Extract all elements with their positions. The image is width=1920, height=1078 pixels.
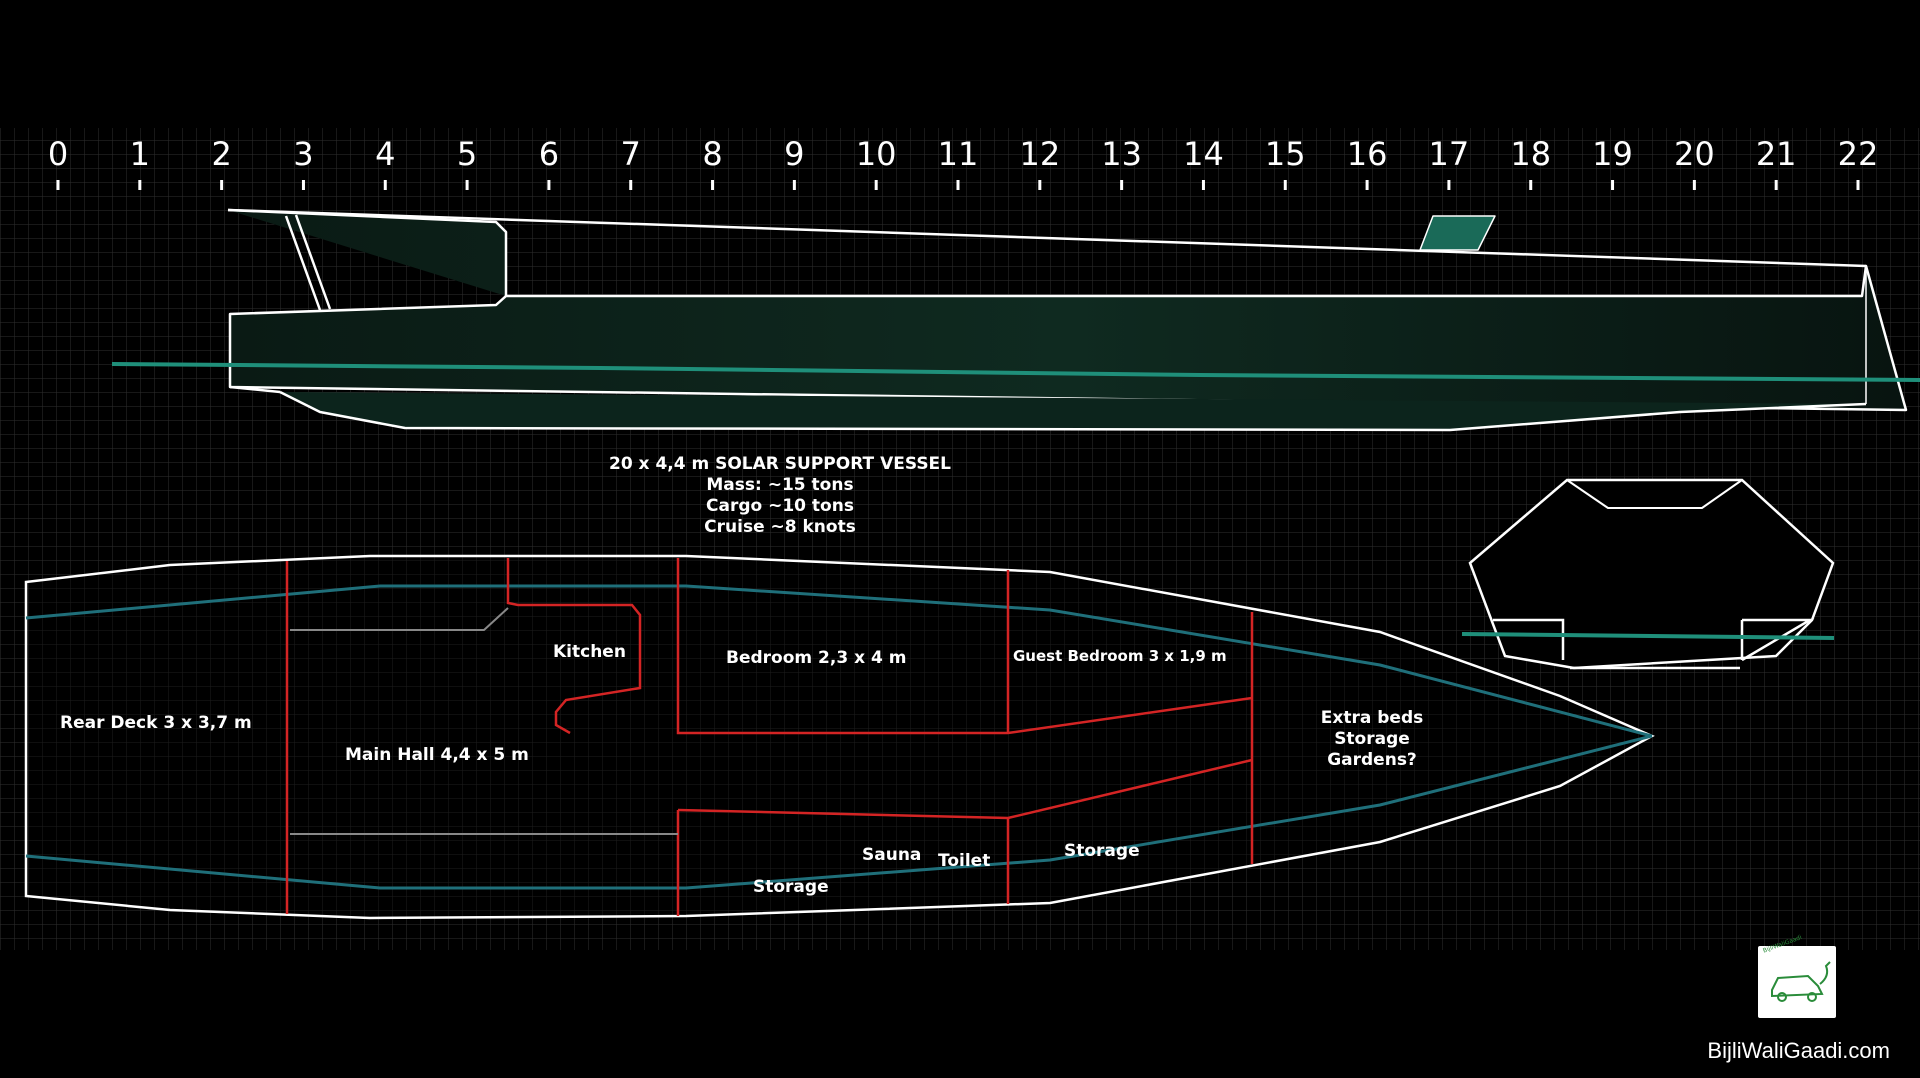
ruler-label: 13 (1101, 135, 1142, 173)
brand-logo: BijliWaliGaadi (1758, 934, 1836, 1018)
ruler-label: 10 (856, 135, 897, 173)
hull-keel (229, 385, 281, 394)
solar-panel (1419, 215, 1496, 251)
ruler-label: 4 (375, 135, 395, 173)
room-storage-left: Storage (753, 877, 829, 897)
cross-section (1468, 478, 1835, 670)
room-guest-bedroom: Guest Bedroom 3 x 1,9 m (1013, 647, 1227, 665)
waterline-side (111, 362, 1920, 382)
ruler-label: 17 (1429, 135, 1470, 173)
ruler-label: 1 (130, 135, 150, 173)
ruler-label: 16 (1347, 135, 1388, 173)
waterline-plan-bottom (25, 734, 1653, 890)
waterline-plan-top (25, 584, 1653, 738)
windshield-frame (284, 214, 332, 311)
ruler-label: 18 (1510, 135, 1551, 173)
room-main-hall: Main Hall 4,4 x 5 m (345, 745, 529, 765)
ruler-label: 14 (1183, 135, 1224, 173)
ruler-label: 22 (1838, 135, 1879, 173)
ruler-label: 8 (702, 135, 722, 173)
ruler-label: 15 (1265, 135, 1306, 173)
interior-dividers (290, 607, 678, 835)
room-kitchen: Kitchen (553, 642, 626, 662)
room-toilet: Toilet (938, 851, 990, 871)
ruler-label: 0 (48, 135, 68, 173)
ruler-label: 3 (293, 135, 313, 173)
hull-bottom (279, 390, 1867, 432)
ruler-label: 7 (621, 135, 641, 173)
room-gardens: Gardens? (1327, 750, 1417, 770)
car-plug-icon (1771, 961, 1831, 1002)
spec-mass: Mass: ~15 tons (706, 475, 853, 495)
ruler-label: 2 (211, 135, 231, 173)
ruler-label: 5 (457, 135, 477, 173)
room-bedroom: Bedroom 2,3 x 4 m (726, 648, 906, 668)
side-profile (227, 208, 1908, 432)
ruler-label: 20 (1674, 135, 1715, 173)
ruler-label: 11 (938, 135, 979, 173)
ruler-label: 6 (539, 135, 559, 173)
room-sauna: Sauna (862, 845, 921, 865)
ruler-label: 12 (1019, 135, 1060, 173)
ruler-label: 19 (1592, 135, 1633, 173)
room-storage-right: Storage (1064, 841, 1140, 861)
roof (227, 208, 1867, 268)
watermark: BijliWaliGaadi.com (1707, 1038, 1890, 1063)
superstructure (227, 208, 1908, 412)
waterline-section (1461, 632, 1835, 640)
vessel-title: 20 x 4,4 m SOLAR SUPPORT VESSEL (609, 454, 951, 474)
interior-walls (285, 558, 1254, 916)
deck-plan: Rear Deck 3 x 3,7 m Main Hall 4,4 x 5 m … (24, 554, 1655, 920)
room-extra-beds: Extra beds (1321, 708, 1423, 728)
ruler-label: 21 (1756, 135, 1797, 173)
ruler-label: 9 (784, 135, 804, 173)
room-rear-deck: Rear Deck 3 x 3,7 m (60, 713, 252, 733)
room-storage-bow: Storage (1334, 729, 1410, 749)
spec-cargo: Cargo ~10 tons (706, 496, 854, 516)
spec-cruise: Cruise ~8 knots (704, 517, 856, 537)
